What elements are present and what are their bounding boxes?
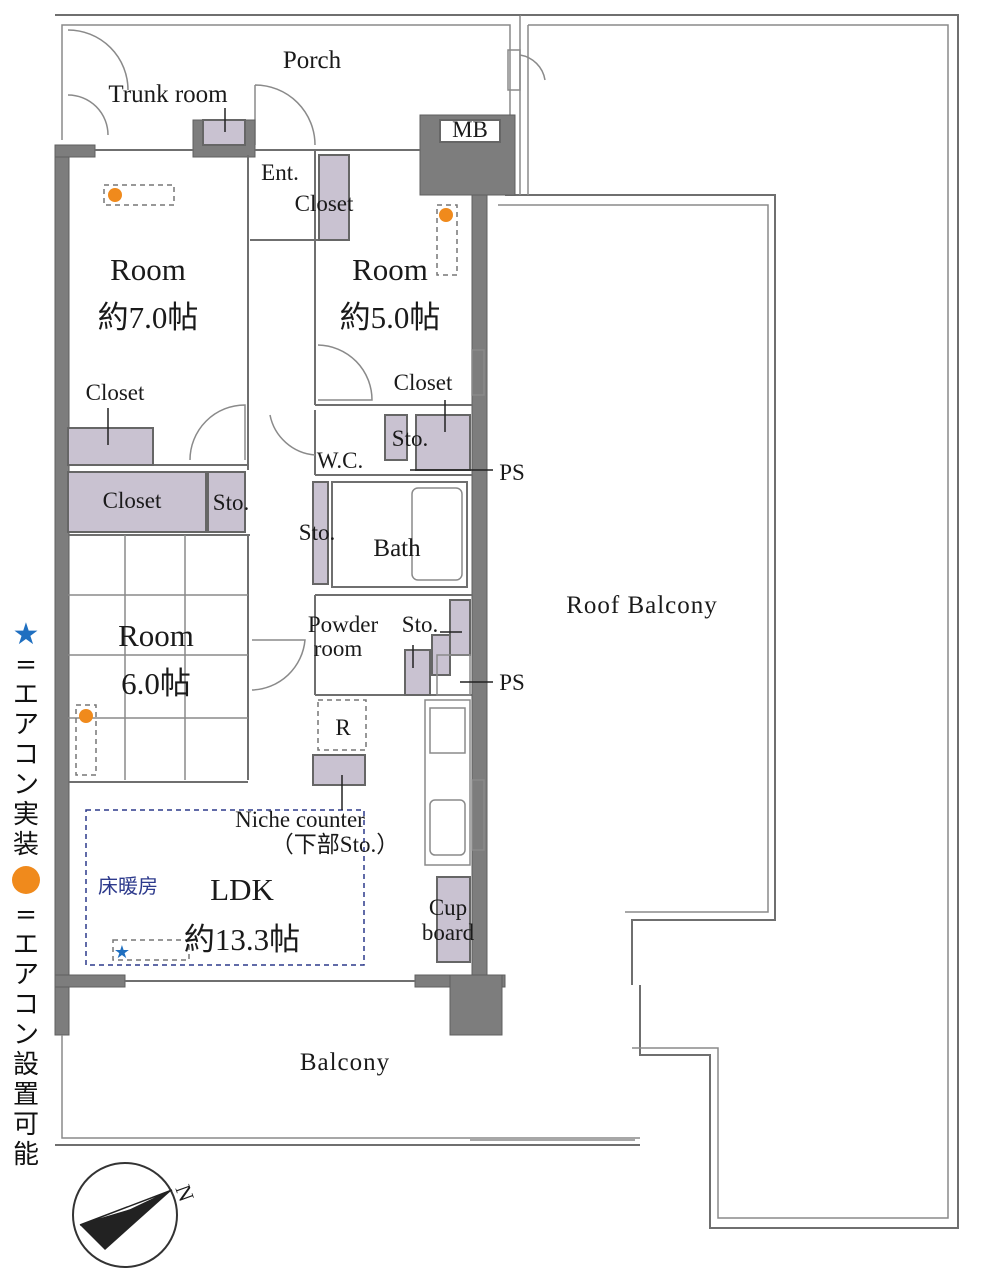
room2-name: Room — [352, 252, 428, 287]
cupboard-label-2: board — [422, 920, 475, 945]
legend-possible-char: コ — [12, 990, 39, 1020]
sto-label-powder: Sto. — [402, 612, 438, 637]
aircon-markers: ★ — [75, 184, 458, 966]
legend-possible-char: 設 — [12, 1050, 39, 1080]
ent-closet-label-2: Closet — [295, 191, 354, 216]
aircon-installed-star-icon: ★ — [114, 942, 130, 963]
legend-possible-char: ア — [12, 960, 39, 990]
niche-counter-label-1: Niche counter — [235, 807, 365, 832]
storage-units — [67, 119, 501, 963]
room1-name: Room — [110, 252, 186, 287]
aircon-possible-marker-room2 — [439, 208, 453, 222]
legend-possible-char: 可 — [12, 1110, 39, 1140]
room-labels: Porch Trunk room MB Ent. Closet Room 約7.… — [86, 47, 718, 1076]
legend-possible-char: エ — [12, 930, 39, 960]
mb-label: MB — [452, 117, 488, 142]
ldk-size: 約13.3帖 — [184, 922, 300, 957]
aircon-possible-dot-icon — [12, 866, 40, 894]
sto-label-room3: Sto. — [213, 490, 249, 515]
roof-balcony-label: Roof Balcony — [566, 592, 718, 619]
legend-installed-char: エ — [12, 680, 39, 710]
aircon-installed-star-icon: ★ — [12, 617, 40, 652]
legend-possible-char: = — [15, 900, 37, 930]
compass-icon: N — [72, 1162, 199, 1268]
balcony-area — [55, 1035, 640, 1146]
ent-closet-label-1: Ent. — [261, 160, 299, 185]
closet-label-room1: Closet — [86, 380, 145, 405]
partitions — [68, 150, 485, 866]
powder-room-label-2: room — [314, 636, 363, 661]
aircon-legend: ★ = エ ア コ ン 実 装 = エ ア コ ン 設 置 可 能 — [8, 620, 44, 1170]
aircon-possible-marker-room3 — [79, 709, 93, 723]
legend-installed-char: = — [15, 650, 37, 680]
balcony-label: Balcony — [300, 1049, 390, 1076]
legend-installed-char: ン — [12, 770, 39, 800]
porch-label: Porch — [283, 47, 342, 74]
north-label: N — [170, 1181, 199, 1205]
legend-possible-char: 能 — [12, 1140, 39, 1170]
powder-room-label-1: Powder — [308, 612, 379, 637]
room3-size: 6.0帖 — [121, 666, 191, 701]
ps-label-1: PS — [499, 460, 525, 485]
refrigerator-label: R — [335, 715, 351, 740]
room3-name: Room — [118, 618, 194, 653]
sto-label-wc: Sto. — [392, 426, 428, 451]
legend-installed-char: コ — [12, 740, 39, 770]
ps-label-2: PS — [499, 670, 525, 695]
trunk-room-label: Trunk room — [108, 81, 228, 108]
legend-possible-char: 置 — [12, 1080, 39, 1110]
wc-label: W.C. — [317, 448, 363, 473]
legend-installed-char: ア — [12, 710, 39, 740]
niche-counter-label-2: （下部Sto.） — [271, 832, 399, 857]
roof-balcony-outline — [498, 14, 959, 1229]
closet-label-room3: Closet — [103, 488, 162, 513]
bath-label: Bath — [373, 535, 421, 562]
closet-label-room2: Closet — [394, 370, 453, 395]
cupboard-label-1: Cup — [429, 895, 467, 920]
ldk-name: LDK — [210, 872, 274, 907]
floor-heating-area — [85, 809, 365, 966]
pointer-arrows — [107, 108, 493, 810]
room1-size: 約7.0帖 — [98, 300, 199, 335]
legend-installed-char: 装 — [12, 830, 39, 860]
legend-installed-char: 実 — [12, 800, 39, 830]
porch-area — [55, 14, 546, 146]
floor-heating-label: 床暖房 — [98, 875, 158, 898]
legend-possible-char: ン — [12, 1020, 39, 1050]
room2-size: 約5.0帖 — [340, 300, 441, 335]
sto-label-hall: Sto. — [299, 520, 335, 545]
aircon-possible-marker-room1 — [108, 188, 122, 202]
